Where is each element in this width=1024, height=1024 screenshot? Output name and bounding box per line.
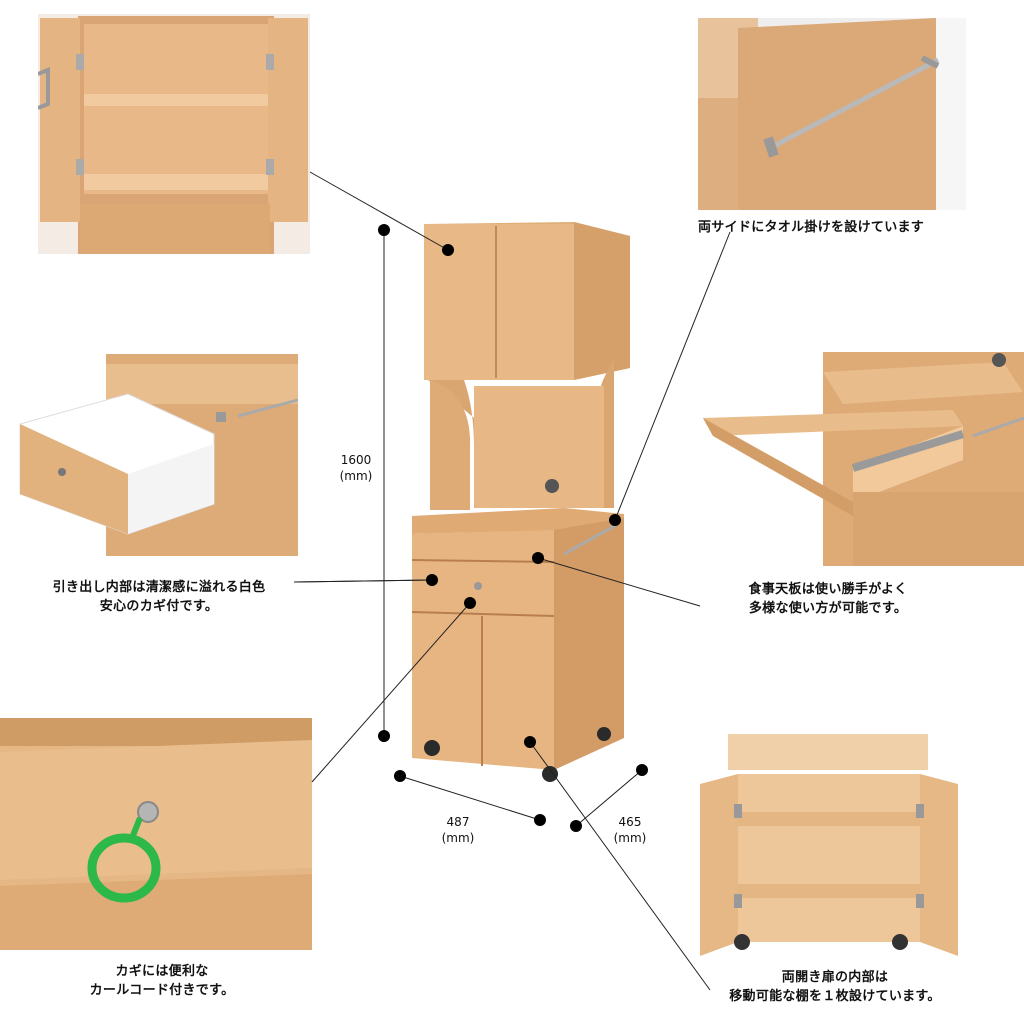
- photo-lower-cabinet-open: [698, 734, 966, 966]
- dot-lower-door: [524, 736, 536, 748]
- dot-towel-bar: [609, 514, 621, 526]
- caption-towel-bar: 両サイドにタオル掛けを設けています: [698, 220, 925, 235]
- dot-depth-back: [636, 764, 648, 776]
- photo-towel-bar: [698, 18, 966, 210]
- dimension-depth-unit: (mm): [613, 831, 647, 845]
- caption-inner-line2: 移動可能な棚を１枚設けています。: [729, 989, 941, 1004]
- dimension-depth-value: 465: [618, 815, 642, 829]
- caption-drawer-line2: 安心のカギ付です。: [99, 599, 219, 614]
- caption-table-line2: 多様な使い方が可能です。: [748, 601, 908, 616]
- dot-height-bottom: [378, 730, 390, 742]
- dot-width-right: [534, 814, 546, 826]
- dot-key: [464, 597, 476, 609]
- photo-key-curl-cord: [0, 718, 312, 950]
- caption-key-line1: カギには便利な: [115, 964, 209, 979]
- dot-drawer: [426, 574, 438, 586]
- dimension-width: 487 (mm): [434, 814, 482, 846]
- dot-width-left: [394, 770, 406, 782]
- caption-drawer-line1: 引き出し内部は清潔感に溢れる白色: [52, 580, 266, 595]
- photo-slide-table: [703, 352, 1024, 566]
- dimension-depth: 465 (mm): [606, 814, 654, 846]
- photo-drawer-open: [18, 354, 298, 556]
- dot-height-top: [378, 224, 390, 236]
- dot-upper-cabinet: [442, 244, 454, 256]
- dimension-height-unit: (mm): [339, 469, 373, 483]
- caption-inner-shelf: 両開き扉の内部は 移動可能な棚を１枚設けています。: [700, 968, 970, 1006]
- dimension-width-unit: (mm): [441, 831, 475, 845]
- caption-table-line1: 食事天板は使い勝手がよく: [748, 582, 908, 597]
- dimension-width-value: 487: [446, 815, 470, 829]
- photo-upper-cabinet-open: [38, 14, 310, 254]
- caption-key: カギには便利な カールコード付きです。: [40, 962, 284, 1000]
- dimension-height-value: 1600: [340, 453, 372, 467]
- dimension-height: 1600 (mm): [334, 452, 378, 484]
- caption-table: 食事天板は使い勝手がよく 多様な使い方が可能です。: [712, 580, 944, 618]
- caption-inner-line1: 両開き扉の内部は: [781, 970, 889, 985]
- caption-key-line2: カールコード付きです。: [89, 983, 235, 998]
- dot-table: [532, 552, 544, 564]
- dot-depth-front: [570, 820, 582, 832]
- caption-drawer: 引き出し内部は清潔感に溢れる白色 安心のカギ付です。: [20, 578, 298, 616]
